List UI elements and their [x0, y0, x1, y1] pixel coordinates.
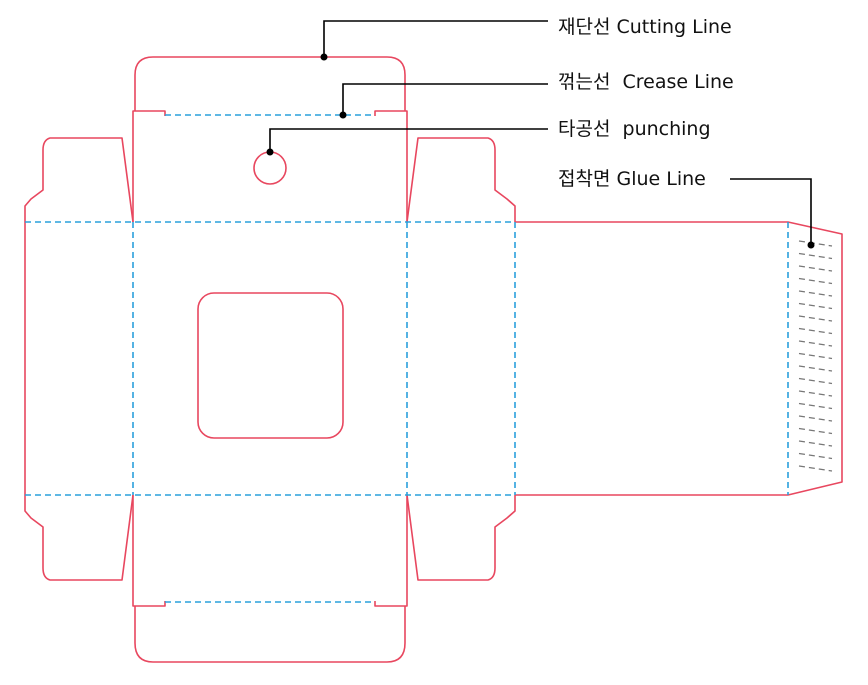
top-tuck-flap-cut [134, 56, 406, 111]
glue-hatch-mark [798, 465, 833, 472]
glue-hatch-mark [798, 340, 833, 347]
glue-hatch-mark [798, 440, 833, 447]
glue-hatch-mark [798, 452, 833, 460]
glue-hatch-mark [798, 290, 833, 297]
cutting-lines [24, 56, 843, 663]
bottom-left-dust-flap-cut [24, 494, 134, 581]
bottom-tuck-flap-cut [134, 606, 406, 663]
crease-lines [25, 114, 789, 603]
bottom-right-notch-cut [374, 495, 408, 607]
glue-hatch-mark [798, 315, 833, 322]
glue-hatch-mark [798, 240, 833, 247]
bottom-left-notch-cut [132, 495, 166, 607]
glue-hatch-mark [798, 327, 833, 335]
cutting-leader-dot [320, 53, 328, 61]
top-left-dust-flap-cut [24, 137, 134, 223]
glue-line-label: 접착면 Glue Line [558, 168, 706, 190]
glue-hatch-mark [798, 365, 833, 372]
glue-hatch-mark [798, 277, 833, 285]
glue-hatch-mark [798, 402, 833, 410]
glue-hatch-mark [798, 390, 833, 397]
glue-leader-line [730, 178, 812, 245]
punching-label: 타공선 punching [558, 118, 711, 140]
glue-hatch-mark [798, 377, 833, 385]
leader-lines [266, 20, 815, 249]
cutting-line-label: 재단선 Cutting Line [558, 16, 732, 38]
punching-leader-line [269, 128, 548, 152]
glue-hatch-mark [798, 265, 833, 272]
top-left-notch-cut [132, 110, 166, 222]
crease-leader-dot [339, 111, 347, 119]
glue-hatch-mark [798, 352, 833, 360]
window-cut [197, 292, 344, 439]
punch-hole-cut [253, 151, 287, 185]
glue-area-hatching [798, 240, 833, 472]
glue-hatch-mark [798, 302, 833, 310]
bottom-right-dust-flap-cut [406, 494, 516, 581]
crease-line-label: 꺾는선 Crease Line [558, 71, 734, 93]
top-right-dust-flap-cut [406, 137, 516, 223]
punching-leader-dot [266, 148, 274, 156]
crease-leader-line [342, 83, 548, 115]
glue-hatch-mark [798, 427, 833, 435]
top-right-notch-cut [374, 110, 408, 222]
glue-hatch-mark [798, 252, 833, 260]
right-panel-cut [515, 221, 843, 496]
cutting-leader-line [323, 20, 548, 57]
glue-leader-dot [807, 241, 815, 249]
glue-hatch-mark [798, 415, 833, 422]
